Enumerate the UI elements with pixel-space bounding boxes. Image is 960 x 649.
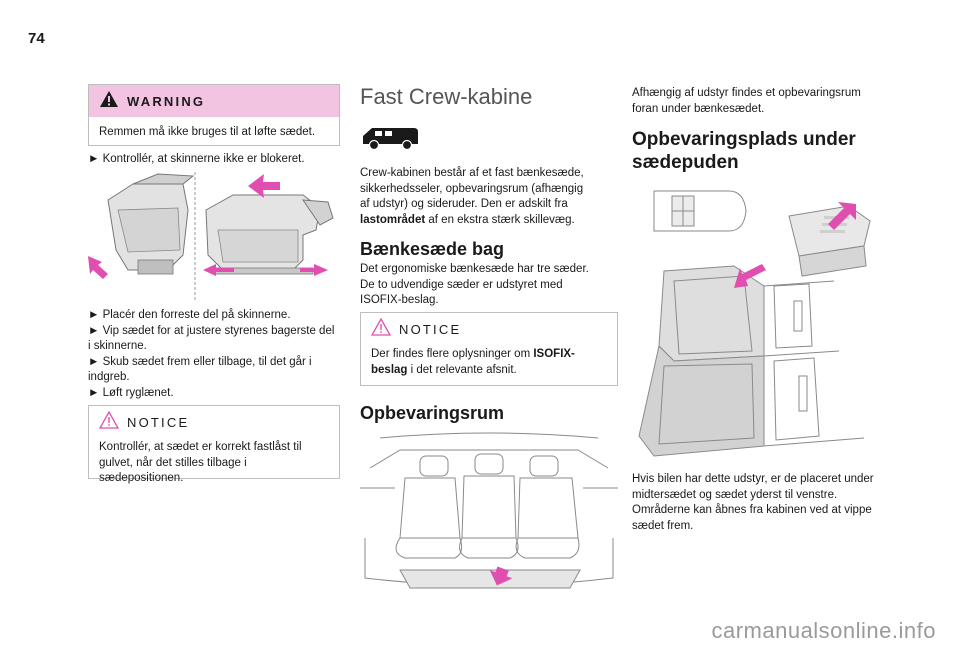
page-number: 74	[28, 30, 45, 47]
section-title-bench: Bænkesæde bag	[360, 239, 505, 259]
body-line: sædet frem.	[632, 519, 694, 532]
section-title-storage: Opbevaringsrum	[360, 403, 505, 423]
step-check-rails: ► Kontrollér, at skinnerne ikke er bloke…	[88, 153, 305, 165]
section-title-under-cushion: Opbevaringsplads under sædepuden	[632, 128, 892, 174]
notice-icon	[98, 410, 120, 434]
intro-line: af udstyr) og sideruder. Den er adskilt …	[360, 198, 568, 210]
notice-label: NOTICE	[127, 414, 190, 430]
notice-box-isofix: NOTICE Der findes flere oplysninger om I…	[360, 312, 618, 386]
warning-label: WARNING	[127, 93, 206, 109]
intro-line: sikkerhedsseler, opbevaringsrum (afhængi…	[360, 182, 584, 195]
notice-line: Der findes flere oplysninger om ISOFIX-	[371, 347, 607, 363]
bench-text: Det ergonomiske bænkesæde har tre sæder.…	[360, 262, 620, 309]
step-raise-backrest: ► Løft ryglænet.	[88, 386, 174, 399]
notice-pre: Der findes flere oplysninger om	[371, 348, 534, 360]
intro-tail: af en ekstra stærk skillevæg.	[425, 213, 575, 226]
van-icon	[360, 124, 420, 152]
bench-line: Det ergonomiske bænkesæde har tre sæder.	[360, 263, 589, 275]
intro-bold-term: lastområdet	[360, 213, 426, 226]
step-tilt-seat: ► Vip sædet for at justere styrenes bage…	[88, 324, 335, 337]
warning-box: WARNING Remmen må ikke bruges til at løf…	[88, 84, 340, 146]
steps-list: ► Placér den forreste del på skinnerne. …	[88, 308, 348, 401]
intro-line-last: lastområdet af en ekstra stærk skillevæg…	[360, 213, 620, 229]
bench-line: ISOFIX-beslag.	[360, 294, 439, 306]
title-line: sædepuden	[632, 152, 739, 173]
title-line: Opbevaringsplads under	[632, 129, 856, 150]
storage-intro-line: foran under bænkesædet.	[632, 102, 765, 115]
step-slide-seat: ► Skub sædet frem eller tilbage, til det…	[88, 355, 312, 368]
bench-line: De to udvendige sæder er udstyret med	[360, 278, 563, 291]
watermark: carmanualsonline.info	[711, 618, 936, 643]
notice-text: Der findes flere oplysninger om ISOFIX- …	[361, 345, 617, 380]
notice-header: NOTICE	[361, 313, 617, 345]
crew-cab-intro: Crew-kabinen består af et fast bænkesæde…	[360, 166, 620, 228]
body-line: Hvis bilen har dette udstyr, er de place…	[632, 473, 874, 485]
step-tilt-seat-cont: i skinnerne.	[88, 340, 147, 352]
notice-bold: ISOFIX-	[533, 348, 575, 360]
step-slide-seat-cont: indgreb.	[88, 371, 130, 383]
notice-header: NOTICE	[89, 406, 339, 438]
storage-intro-line: Afhængig af udstyr findes et opbevarings…	[632, 87, 861, 99]
notice-line: gulvet, når det stilles tilbage i sædepo…	[99, 456, 247, 485]
seat-rail-illustration	[88, 170, 338, 305]
intro-line: Crew-kabinen består af et fast bænkesæde…	[360, 167, 584, 179]
warning-icon	[99, 90, 119, 113]
notice-post: i det relevante afsnit.	[407, 363, 517, 376]
body-line: midtersædet og sædet yderst til venstre.	[632, 488, 838, 501]
section-title-crew-cab: Fast Crew-kabine	[360, 84, 533, 109]
under-cushion-storage-illustration	[634, 176, 878, 466]
body-line: Områderne kan åbnes fra kabinen ved at v…	[632, 504, 872, 516]
notice-box-seat: NOTICE Kontrollér, at sædet er korrekt f…	[88, 405, 340, 484]
warning-text: Remmen må ikke bruges til at løfte sædet…	[99, 126, 316, 138]
warning-header: WARNING	[89, 85, 339, 117]
notice-line: beslag i det relevante afsnit.	[371, 363, 607, 379]
notice-line: Kontrollér, at sædet er korrekt fastlåst…	[99, 441, 302, 453]
notice-bold: beslag	[371, 363, 408, 376]
notice-text: Kontrollér, at sædet er korrekt fastlåst…	[89, 438, 339, 489]
step-place-front: ► Placér den forreste del på skinnerne.	[88, 309, 291, 321]
under-cushion-text: Hvis bilen har dette udstyr, er de place…	[632, 472, 902, 534]
rear-bench-storage-illustration	[360, 428, 618, 598]
notice-icon	[370, 317, 392, 341]
notice-label: NOTICE	[399, 321, 462, 337]
storage-intro: Afhængig af udstyr findes et opbevarings…	[632, 86, 892, 117]
